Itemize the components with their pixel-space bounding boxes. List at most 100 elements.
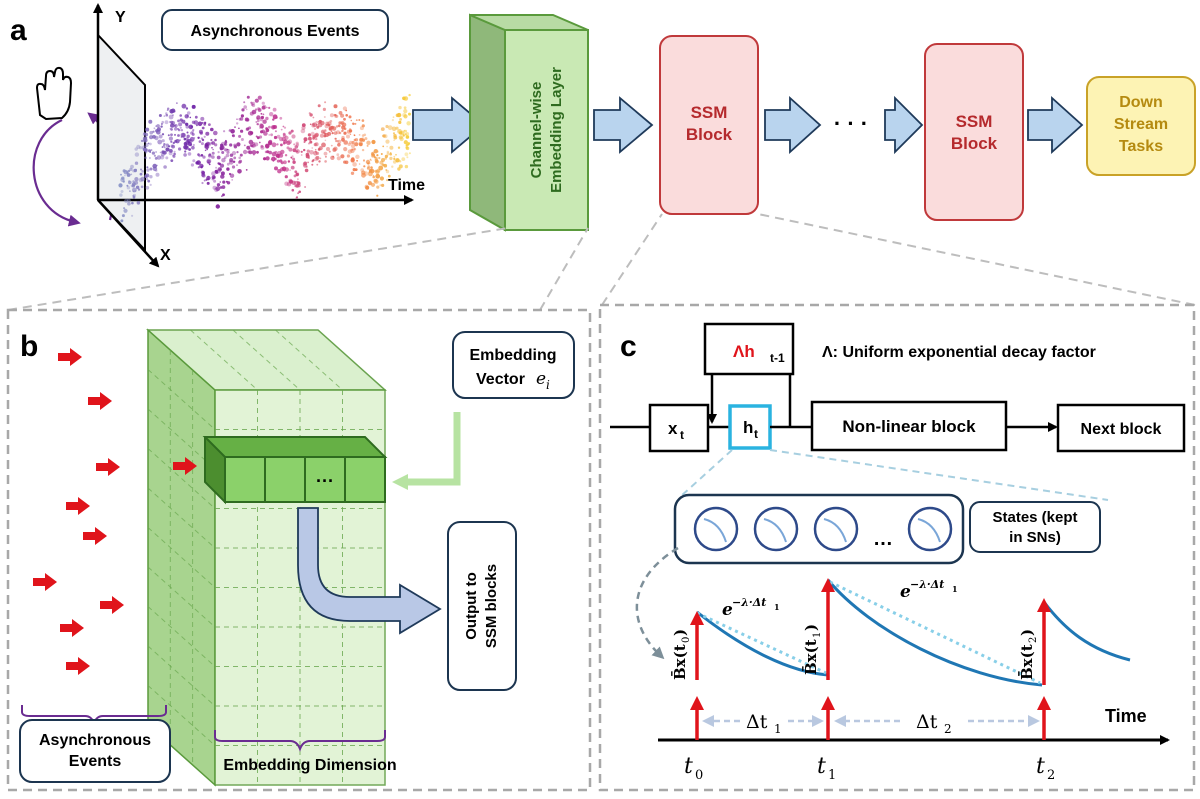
event-dot <box>391 165 394 168</box>
event-dot <box>317 120 321 125</box>
event-dot <box>288 147 293 152</box>
event-dot <box>211 141 216 145</box>
event-dot <box>238 134 242 138</box>
event-dot <box>303 141 306 143</box>
event-dot <box>165 112 168 115</box>
panel-c-letter: c <box>620 330 637 363</box>
event-dot <box>274 130 277 133</box>
event-dot <box>363 165 366 168</box>
bx1-close: ) <box>802 624 820 631</box>
event-dot <box>397 146 401 149</box>
vector-ellipsis: ··· <box>316 471 334 491</box>
event-dot <box>341 137 345 142</box>
event-dot <box>365 185 370 190</box>
event-dot <box>192 143 195 147</box>
event-dot <box>337 143 341 147</box>
event-dot <box>354 122 357 125</box>
event-dot <box>220 171 225 176</box>
event-dot <box>160 155 165 160</box>
event-dot <box>134 147 138 151</box>
t2-label: t 2 <box>1036 754 1055 783</box>
event-dot <box>308 142 310 145</box>
event-dot <box>307 161 309 164</box>
event-dot <box>290 129 294 133</box>
event-dot <box>315 151 320 155</box>
event-dot <box>293 143 296 146</box>
state-pointer-arrow <box>635 546 679 660</box>
event-dot <box>315 120 318 123</box>
event-dot <box>152 130 155 133</box>
event-dot <box>239 117 244 121</box>
event-dot <box>308 157 310 159</box>
delta1-label: Δt 1 <box>746 711 782 736</box>
event-dot <box>398 131 403 135</box>
event-dot <box>186 134 190 138</box>
event-dot <box>181 132 186 138</box>
nonlinear-label: Non-linear block <box>842 417 976 436</box>
event-dot <box>393 139 395 141</box>
event-dot <box>194 115 198 119</box>
event-dot <box>262 113 265 116</box>
event-dot <box>165 143 169 147</box>
event-dot <box>197 121 203 127</box>
event-arrow <box>60 619 84 637</box>
event-dot <box>250 101 253 104</box>
event-dot <box>126 198 131 203</box>
decay-formula-2-base: e <box>900 582 911 602</box>
event-dot <box>343 117 346 121</box>
event-dot <box>172 114 174 117</box>
event-dot <box>243 105 247 109</box>
decay-formula-2-sub: 1 <box>952 584 958 594</box>
downstream-label-1: Down <box>1119 94 1163 111</box>
event-dot <box>321 142 326 148</box>
event-dot <box>349 133 352 136</box>
event-dot <box>186 131 189 134</box>
grid-line <box>147 408 216 470</box>
event-dot <box>201 173 206 177</box>
event-dot <box>309 123 312 126</box>
event-dot <box>378 165 384 171</box>
event-dot <box>169 120 172 124</box>
event-dot <box>389 152 393 156</box>
event-dot <box>136 201 141 205</box>
event-dot <box>257 123 260 126</box>
event-dot <box>391 119 394 122</box>
event-arrow <box>66 497 90 515</box>
event-dot <box>282 125 285 128</box>
event-dot <box>354 142 359 147</box>
event-dot <box>290 165 295 170</box>
event-dot <box>150 149 153 151</box>
event-dot <box>191 130 194 133</box>
event-dot <box>229 143 233 147</box>
event-dot <box>370 182 376 187</box>
bx2-close: ) <box>1018 629 1036 636</box>
event-dot <box>221 151 225 154</box>
event-dot <box>353 134 356 136</box>
event-dot <box>233 143 237 147</box>
event-dot <box>226 167 230 171</box>
event-dot <box>311 122 315 126</box>
event-dot <box>403 109 408 114</box>
event-dot <box>280 143 283 147</box>
grid-line <box>147 487 216 549</box>
event-dot <box>355 119 358 121</box>
event-dot <box>283 160 287 165</box>
decay-formula-1-sup: −λ·Δt <box>732 596 766 609</box>
event-dot <box>260 144 264 148</box>
t0-sub: 0 <box>695 768 703 783</box>
event-dot <box>398 120 402 124</box>
event-dot <box>135 185 140 189</box>
event-dot <box>341 129 344 132</box>
nonlinear-box <box>810 400 1008 452</box>
decay-curve-1 <box>696 610 829 677</box>
event-arrow <box>33 573 57 591</box>
event-dot <box>329 113 334 118</box>
event-dot <box>340 113 345 118</box>
event-dot <box>134 152 140 157</box>
event-dot <box>223 130 226 133</box>
event-dot <box>336 140 339 143</box>
event-dot <box>310 131 315 137</box>
event-dot <box>206 159 211 164</box>
event-dot <box>205 131 210 136</box>
event-dot <box>258 141 261 144</box>
